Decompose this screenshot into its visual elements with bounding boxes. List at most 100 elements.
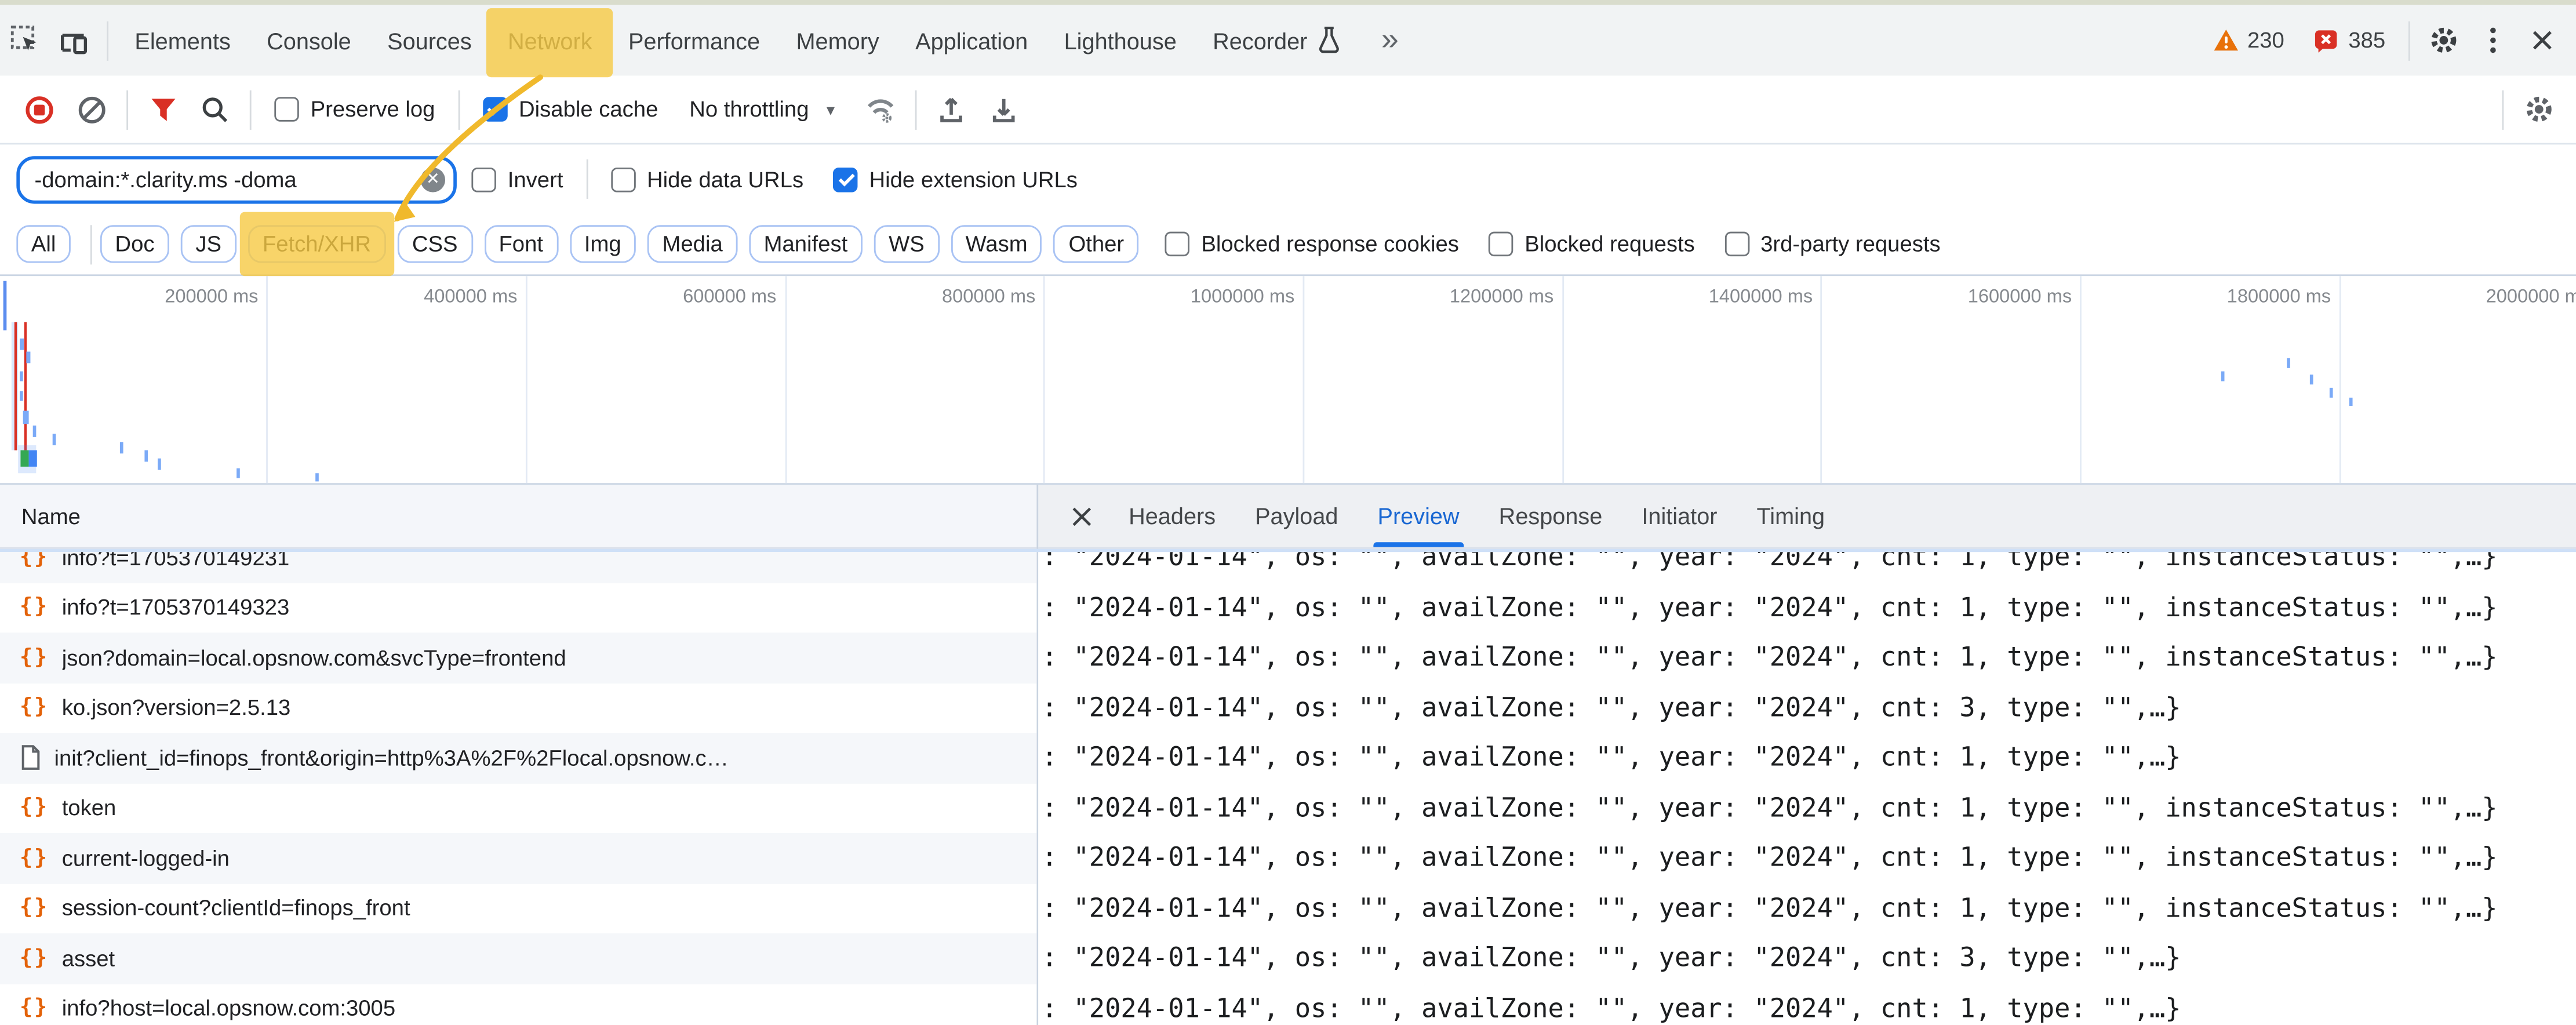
preserve-log-toggle[interactable]: Preserve log	[274, 97, 435, 122]
name-column-header[interactable]: Name	[0, 485, 1037, 549]
disable-cache-toggle[interactable]: Disable cache	[482, 97, 658, 122]
preview-json-line[interactable]: : "2024-01-14", os: "", availZone: "", y…	[1041, 791, 2498, 823]
detail-tab-payload[interactable]: Payload	[1255, 503, 1338, 529]
divider	[90, 224, 92, 264]
request-row[interactable]: {}json?domain=local.opsnow.com&svcType=f…	[0, 633, 1037, 683]
chip-doc[interactable]: Doc	[100, 225, 170, 263]
search-icon[interactable]	[194, 88, 237, 131]
tab-network[interactable]: Network	[490, 5, 610, 76]
hide-data-urls-toggle[interactable]: Hide data URLs	[610, 166, 803, 192]
more-tabs-icon[interactable]: »	[1381, 22, 1399, 57]
invert-label: Invert	[507, 166, 563, 192]
blocked-requests-checkbox[interactable]	[1488, 231, 1513, 257]
preview-json-line[interactable]: : "2024-01-14", os: "", availZone: "", y…	[1041, 552, 2498, 572]
tab-application[interactable]: Application	[897, 5, 1046, 76]
blocked-requests-toggle[interactable]: Blocked requests	[1488, 231, 1695, 257]
clear-filter-icon[interactable]: ✕	[420, 166, 446, 192]
chip-other[interactable]: Other	[1053, 225, 1139, 263]
import-har-icon[interactable]	[930, 88, 973, 131]
request-row[interactable]: init?client_id=finops_front&origin=http%…	[0, 733, 1037, 783]
detail-tab-response[interactable]: Response	[1498, 503, 1603, 529]
errors-badge[interactable]: 385	[2314, 27, 2385, 53]
request-row[interactable]: {}token	[0, 783, 1036, 833]
tab-sources[interactable]: Sources	[369, 5, 490, 76]
close-detail-pane-icon[interactable]	[1055, 485, 1109, 547]
3rd-party-requests-toggle[interactable]: 3rd-party requests	[1724, 231, 1941, 257]
throttling-select[interactable]: No throttling ▼	[689, 97, 838, 122]
hide-extension-urls-toggle[interactable]: Hide extension URLs	[833, 166, 1078, 192]
request-row[interactable]: {}info?host=local.opsnow.com:3005	[0, 983, 1036, 1025]
tab-recorder[interactable]: Recorder	[1195, 5, 1358, 76]
preview-json-line[interactable]: : "2024-01-14", os: "", availZone: "", y…	[1041, 891, 2498, 923]
request-detail-tabs: Headers Payload Preview Response Initiator Ti…	[1038, 485, 2576, 549]
warnings-badge[interactable]: 230	[2213, 28, 2284, 53]
preview-json-line[interactable]: : "2024-01-14", os: "", availZone: "", y…	[1041, 741, 2181, 773]
invert-toggle[interactable]: Invert	[471, 166, 563, 192]
request-row[interactable]: {}asset	[0, 933, 1037, 984]
3rd-party-requests-checkbox[interactable]	[1724, 231, 1749, 257]
record-network-log-icon[interactable]	[18, 88, 61, 131]
detail-tab-preview[interactable]: Preview	[1358, 485, 1479, 547]
invert-checkbox[interactable]	[471, 166, 496, 192]
preview-json-line[interactable]: : "2024-01-14", os: "", availZone: "", y…	[1041, 991, 2181, 1023]
clear-network-log-icon[interactable]	[71, 88, 114, 131]
preserve-log-checkbox[interactable]	[274, 97, 299, 122]
chip-all[interactable]: All	[16, 225, 71, 263]
preview-json-line[interactable]: : "2024-01-14", os: "", availZone: "", y…	[1041, 941, 2181, 973]
network-conditions-icon[interactable]	[859, 88, 902, 131]
blocked-response-cookies-checkbox[interactable]	[1165, 231, 1190, 257]
filter-icon[interactable]	[141, 88, 184, 131]
tab-lighthouse[interactable]: Lighthouse	[1046, 5, 1195, 76]
tab-memory[interactable]: Memory	[778, 5, 897, 76]
tab-label: Lighthouse	[1064, 27, 1177, 54]
inspect-element-icon[interactable]	[0, 16, 49, 65]
tab-console[interactable]: Console	[249, 5, 369, 76]
chip-fetch-xhr[interactable]: Fetch/XHR	[248, 225, 386, 263]
ruler-section: 400000 ms	[268, 276, 527, 484]
filter-input[interactable]	[34, 166, 421, 192]
detail-tab-headers[interactable]: Headers	[1129, 503, 1216, 529]
chip-css[interactable]: CSS	[397, 225, 473, 263]
chip-ws[interactable]: WS	[874, 225, 940, 263]
blocked-response-cookies-toggle[interactable]: Blocked response cookies	[1165, 231, 1459, 257]
pane-divider[interactable]	[1036, 485, 1039, 1025]
waterfall-overview-marks	[3, 281, 2353, 482]
chip-wasm[interactable]: Wasm	[951, 225, 1043, 263]
preview-json-line[interactable]: : "2024-01-14", os: "", availZone: "", y…	[1041, 690, 2181, 722]
hide-extension-urls-checkbox[interactable]	[833, 166, 858, 192]
tab-performance[interactable]: Performance	[610, 5, 778, 76]
disable-cache-checkbox[interactable]	[482, 97, 508, 122]
settings-gear-icon[interactable]	[2418, 16, 2468, 65]
request-row[interactable]: {}info?t=1705370149231	[0, 552, 1037, 583]
json-file-icon: {}	[20, 845, 49, 871]
close-devtools-icon[interactable]	[2517, 16, 2566, 65]
request-row[interactable]: {}info?t=1705370149323	[0, 583, 1036, 633]
export-har-icon[interactable]	[982, 88, 1025, 131]
chip-manifest[interactable]: Manifest	[749, 225, 863, 263]
ruler-section: 600000 ms	[527, 276, 787, 484]
request-row[interactable]: {}session-count?clientId=finops_front	[0, 883, 1036, 933]
preview-json-line[interactable]: : "2024-01-14", os: "", availZone: "", y…	[1041, 841, 2498, 873]
chip-media[interactable]: Media	[647, 225, 738, 263]
preview-json-line[interactable]: : "2024-01-14", os: "", availZone: "", y…	[1041, 590, 2498, 622]
detail-tab-timing[interactable]: Timing	[1756, 503, 1825, 529]
detail-tab-initiator[interactable]: Initiator	[1642, 503, 1718, 529]
chip-img[interactable]: Img	[569, 225, 636, 263]
hide-data-urls-checkbox[interactable]	[610, 166, 636, 192]
request-row[interactable]: {}current-logged-in	[0, 833, 1037, 884]
more-options-icon[interactable]	[2468, 16, 2517, 65]
toggle-device-toolbar-icon[interactable]	[49, 16, 99, 65]
ruler-section: 200000 ms	[9, 276, 268, 484]
request-row[interactable]: {}ko.json?version=2.5.13	[0, 683, 1036, 733]
network-settings-gear-icon[interactable]	[2517, 88, 2560, 131]
tab-elements[interactable]: Elements	[117, 5, 249, 76]
page-edge-strip	[0, 0, 2576, 5]
chip-js[interactable]: JS	[180, 225, 237, 263]
preview-json-line[interactable]: : "2024-01-14", os: "", availZone: "", y…	[1041, 641, 2498, 673]
filter-row: ✕ Invert Hide data URLs Hide extension U…	[0, 144, 2576, 214]
chip-font[interactable]: Font	[483, 225, 558, 263]
ruler-section: 2000000 ms	[2341, 276, 2576, 483]
filter-input-box[interactable]: ✕	[16, 155, 457, 203]
